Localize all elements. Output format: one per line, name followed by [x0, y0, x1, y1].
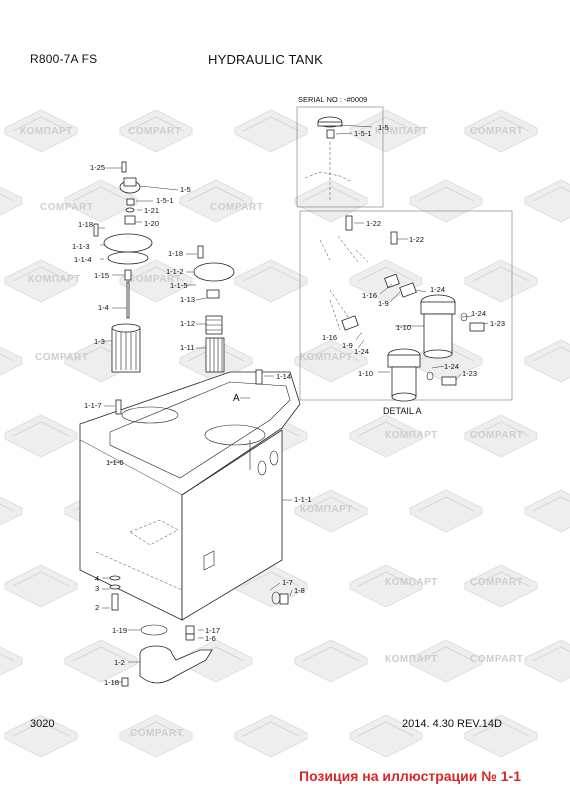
watermark-text: COMPART [35, 352, 88, 363]
strainer-parts: 1-18 1-1-2 1-1-5 1-13 1-12 1-11 [166, 245, 235, 373]
part-label: 1-9 [342, 341, 353, 350]
part-label: 1-3 [94, 337, 105, 346]
part-label: 1-1-3 [72, 242, 90, 251]
part-label: 1-18 [168, 249, 183, 258]
part-label: 1-5 [180, 185, 191, 194]
part-label: 1-15 [94, 271, 109, 280]
part-label: 1-1-7 [84, 401, 102, 410]
watermark-text: КОМПАРТ [300, 504, 353, 515]
part-label: 1-5-1 [156, 196, 174, 205]
watermark-text: COMPART [470, 577, 523, 588]
watermark-text: COMPART [128, 274, 181, 285]
watermark-text: COMPART [130, 728, 183, 739]
part-label: 1-23 [490, 319, 505, 328]
part-label: 1-14 [276, 372, 291, 381]
watermark-text: КОМПАРТ [20, 126, 73, 137]
part-label: 1-7 [282, 578, 293, 587]
part-label: 1-25 [90, 163, 105, 172]
part-label: 1-24 [354, 347, 369, 356]
watermark-text: COMPART [470, 654, 523, 665]
part-label: 1-13 [180, 295, 195, 304]
part-label: 1-20 [144, 219, 159, 228]
watermark-text: КОМПАРТ [375, 126, 428, 137]
part-label: 1-10 [396, 323, 411, 332]
part-label: 1-21 [144, 206, 159, 215]
part-label: 1-5-1 [354, 129, 372, 138]
part-label: 1-22 [409, 235, 424, 244]
watermark-text: КОМПАРТ [385, 430, 438, 441]
part-label: 1-16 [322, 333, 337, 342]
page-number: 3020 [30, 718, 55, 730]
watermark-text: COMPART [470, 126, 523, 137]
part-label: 1-5 [378, 123, 389, 132]
part-label: 1-10 [358, 369, 373, 378]
watermark-text: КОМПАРТ [385, 577, 438, 588]
watermark-text: COMPART [40, 202, 93, 213]
watermark-text: КОМПАРТ [385, 654, 438, 665]
part-label: 1-1-6 [106, 458, 124, 467]
part-label: 1-6 [205, 634, 216, 643]
part-label: 1-18 [78, 220, 93, 229]
part-label: 1-1-4 [74, 255, 92, 264]
watermark-text: КОМПАРТ [28, 274, 81, 285]
tank-body: A 1-14 1-1-7 1-1-6 1-1-1 [79, 369, 312, 621]
part-label: 1-1-5 [170, 281, 188, 290]
part-label: 1-24 [471, 309, 486, 318]
watermark-text: COMPART [470, 430, 523, 441]
serial-inset: SERIAL NO : -#0009 1-5 1-5-1 [296, 95, 389, 208]
page-title: HYDRAULIC TANK [208, 52, 324, 67]
watermark-pattern: КОМПАРТ COMPART КОМПАРТ COMPART COMPART … [0, 109, 570, 758]
part-label: 1-4 [98, 303, 109, 312]
part-label: 1-2 [114, 658, 125, 667]
detail-callout: A [233, 393, 240, 404]
part-label: 1-1-2 [166, 267, 184, 276]
part-label: 1-24 [430, 285, 445, 294]
watermark-text: КОМПАРТ [300, 352, 353, 363]
part-label: 2 [95, 603, 99, 612]
part-label: 4 [95, 574, 99, 583]
illustration-position-caption: Позиция на иллюстрации № 1-1 [299, 768, 521, 784]
watermark-text: COMPART [210, 202, 263, 213]
watermark-text: COMPART [128, 126, 181, 137]
serial-label: SERIAL NO : -#0009 [298, 95, 367, 104]
part-label: 1-16 [362, 291, 377, 300]
part-label: 1-18 [104, 678, 119, 687]
part-label: 1-24 [444, 362, 459, 371]
part-label: 1-1-1 [294, 495, 312, 504]
part-label: 1-9 [378, 299, 389, 308]
part-label: 1-19 [112, 626, 127, 635]
part-label: 1-23 [462, 369, 477, 378]
part-label: 1-11 [180, 343, 194, 352]
model-code: R800-7A FS [30, 52, 98, 66]
part-label: 3 [95, 584, 99, 593]
part-label: 1-8 [294, 586, 305, 595]
part-label: 1-22 [366, 219, 381, 228]
return-filter-parts: 1-25 1-5 1-5-1 1-21 1-20 1-18 1-1-3 1-1-… [72, 161, 191, 373]
part-label: 1-12 [180, 319, 195, 328]
bottom-parts: 4 3 2 1-19 1-17 1-6 1-2 1-18 1-7 1-8 [95, 574, 305, 687]
detail-a-inset: DETAIL A 1-22 [299, 210, 513, 416]
part-label: 1-17 [205, 626, 220, 635]
detail-label: DETAIL A [383, 406, 422, 416]
date-revision: 2014. 4.30 REV.14D [402, 718, 502, 730]
